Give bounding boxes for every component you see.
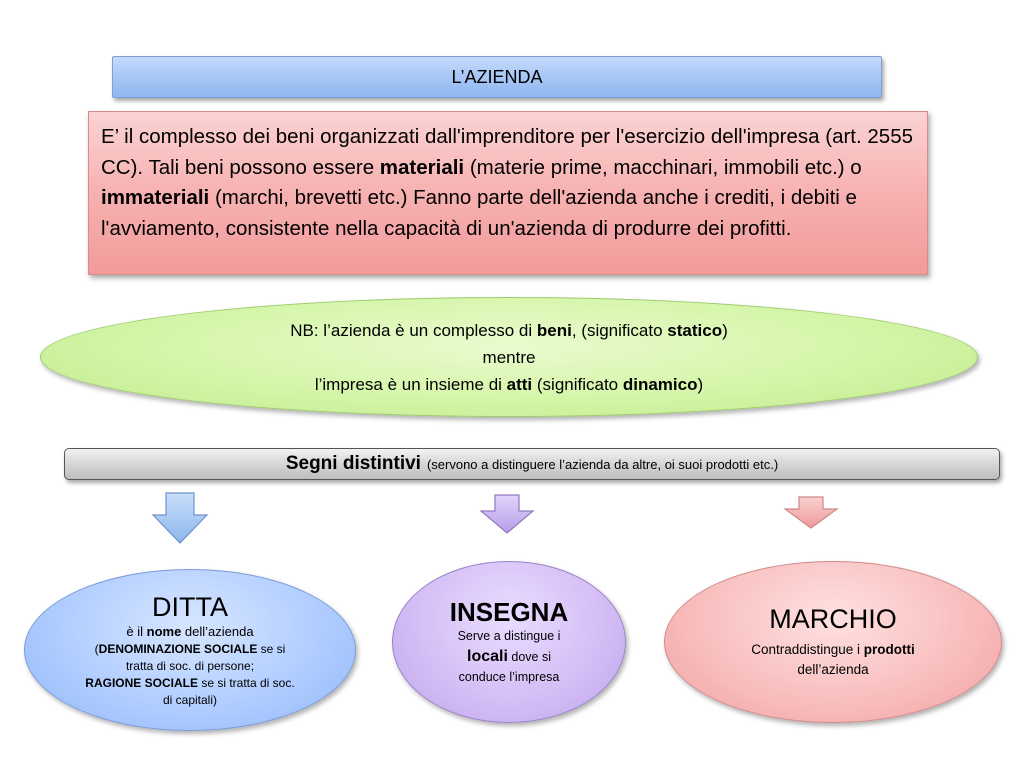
marchio-text: Contraddistingue i — [751, 642, 864, 657]
nb-bold: beni — [536, 320, 572, 340]
nb-text: , (significato — [571, 320, 668, 340]
nb-text: ) — [697, 374, 704, 394]
ditta-text: se si tratta di soc. — [197, 675, 295, 690]
marchio-line-1: Contraddistingue i prodotti — [751, 640, 915, 660]
definition-box: E’ il complesso dei beni organizzati dal… — [88, 111, 928, 275]
marchio-ellipse: MARCHIO Contraddistingue i prodotti dell… — [664, 561, 1002, 723]
ditta-line-5: di capitali) — [162, 692, 218, 707]
ditta-text: ( — [94, 641, 99, 656]
insegna-line-2: locali dove si — [467, 646, 551, 668]
nb-text: (significato — [532, 374, 623, 394]
ditta-text: dell’azienda — [181, 623, 254, 639]
ditta-line-1: è il nome dell’azienda — [126, 622, 253, 641]
definition-bold-materiali: materiali — [379, 155, 465, 179]
definition-text-2: (materie prime, macchinari, immobili etc… — [464, 155, 862, 179]
ditta-title: DITTA — [152, 591, 228, 622]
nb-text: NB: l’azienda è un complesso di — [290, 320, 537, 340]
insegna-title: INSEGNA — [449, 597, 569, 627]
nb-text: ) — [722, 320, 728, 340]
ditta-bold: DENOMINAZIONE SOCIALE — [98, 641, 258, 656]
marchio-line-2: dell’azienda — [797, 662, 869, 677]
nb-line-2: mentre — [482, 347, 536, 367]
nb-line-1: NB: l’azienda è un complesso di beni, (s… — [290, 317, 728, 344]
arrow-down-icon — [151, 492, 209, 544]
definition-text-3: (marchi, brevetti etc.) Fanno parte dell… — [101, 186, 857, 240]
insegna-text: dove si — [507, 650, 551, 664]
arrow-down-icon — [479, 494, 535, 534]
ditta-line-3: tratta di soc. di persone; — [125, 658, 255, 673]
ditta-line-2: (DENOMINAZIONE SOCIALE se si — [95, 641, 286, 658]
insegna-ellipse: INSEGNA Serve a distingue i locali dove … — [392, 561, 626, 723]
insegna-bold: locali — [467, 648, 508, 665]
ditta-bold: RAGIONE SOCIALE — [85, 675, 198, 690]
ditta-text: se si — [257, 641, 286, 656]
nb-bold: statico — [667, 320, 723, 340]
nb-line-3: l’impresa è un insieme di atti (signific… — [315, 371, 703, 398]
ditta-bold: nome — [146, 623, 182, 639]
arrow-down-icon — [783, 496, 839, 529]
ditta-text: è il — [126, 623, 147, 639]
segni-note: (servono a distinguere l’azienda da altr… — [426, 456, 779, 472]
insegna-line-3: conduce l’impresa — [458, 670, 560, 684]
insegna-line-1: Serve a distingue i — [457, 629, 561, 643]
nb-ellipse: NB: l’azienda è un complesso di beni, (s… — [40, 297, 978, 417]
nb-text: l’impresa è un insieme di — [314, 374, 507, 394]
page-title: L’AZIENDA — [451, 66, 543, 87]
definition-bold-immateriali: immateriali — [101, 186, 210, 209]
ditta-ellipse: DITTA è il nome dell’azienda (DENOMINAZI… — [24, 569, 356, 731]
marchio-title: MARCHIO — [769, 604, 897, 634]
definition-text-1: E’ il complesso dei beni organizzati dal… — [101, 125, 914, 179]
nb-bold: atti — [506, 374, 533, 394]
nb-bold: dinamico — [622, 374, 698, 394]
segni-distintivi-bar: Segni distintivi (servono a distinguere … — [64, 448, 1000, 480]
segni-title: Segni distintivi — [285, 453, 421, 474]
marchio-bold: prodotti — [863, 642, 915, 657]
ditta-line-4: RAGIONE SOCIALE se si tratta di soc. — [85, 675, 294, 692]
title-box: L’AZIENDA — [112, 56, 882, 98]
